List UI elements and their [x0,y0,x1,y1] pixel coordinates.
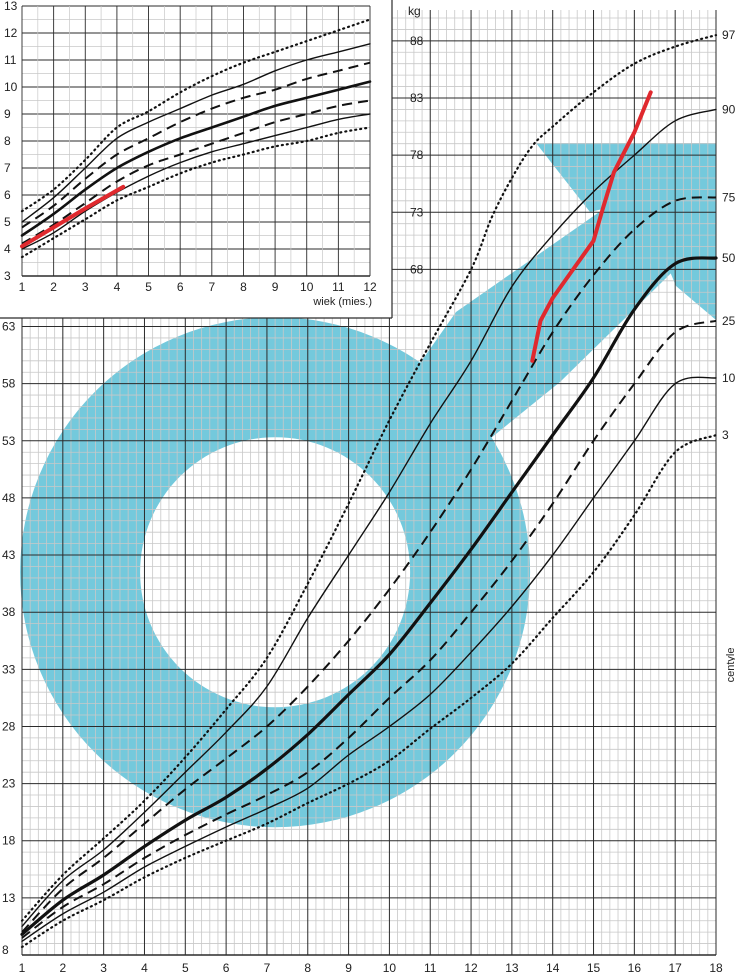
inset-x-tick-label: 1 [19,280,26,294]
main-y-tick-label: 58 [2,377,16,391]
inset-centile-line-97 [20,18,372,213]
inset-x-tick-label: 5 [145,280,152,294]
main-y-tick-label: 43 [2,548,16,562]
main-y-tick-label: 18 [2,834,16,848]
inset-centile-line-10 [21,113,371,250]
main-y-tick-label: 83 [410,91,424,105]
inset-x-tick-label: 9 [272,280,279,294]
inset-y-tick-label: 13 [4,0,18,13]
main-y-tick-label: 73 [410,205,424,219]
inset-x-tick-label: 8 [240,280,247,294]
centile-label: 25 [722,314,735,328]
inset-child-weight-line [20,184,126,249]
main-x-tick-label: 6 [223,961,230,975]
main-x-tick-label: 1 [19,961,26,975]
main-x-tick-label: 12 [464,961,478,975]
centile-label: 50 [722,251,735,265]
centile-label: 97 [722,28,735,42]
main-x-tick-label: 13 [505,961,519,975]
inset-x-tick-label: 3 [82,280,89,294]
inset-centile-line-3 [20,126,372,259]
main-y-tick-label: 48 [2,491,16,505]
main-centile-line-90 [21,108,717,928]
inset-centile-line-90 [21,43,371,223]
main-x-tick-label: 15 [587,961,601,975]
main-x-tick-label: 8 [304,961,311,975]
inset-chart-grid [21,5,371,277]
centile-label: 90 [722,102,735,116]
inset-centile-line-50 [20,80,372,237]
main-x-tick-label: 16 [628,961,642,975]
main-x-tick-label: 10 [383,961,397,975]
main-centile-line-10 [21,376,717,942]
main-x-tick-label: 3 [100,961,107,975]
inset-x-tick-label: 4 [114,280,121,294]
main-y-tick-label: 13 [2,891,16,905]
inset-x-tick-label: 2 [50,280,57,294]
main-y-tick-label: 68 [410,262,424,276]
centile-label: 10 [722,371,735,385]
main-x-tick-label: 11 [424,961,437,975]
main-x-tick-label: 5 [182,961,189,975]
inset-y-tick-label: 4 [4,242,11,256]
main-x-tick-label: 2 [59,961,66,975]
inset-y-tick-label: 10 [4,80,18,94]
main-y-tick-label: 33 [2,662,16,676]
boy-symbol [20,143,716,828]
main-x-tick-label: 18 [709,961,723,975]
inset-y-tick-label: 8 [4,134,11,148]
main-y-tick-label: 53 [2,434,16,448]
main-x-tick-label: 7 [264,961,271,975]
inset-centile-line-25 [21,99,371,245]
main-centile-line-3 [20,434,718,949]
side-label-centyle: centyle [725,648,735,683]
main-x-tick-label: 9 [345,961,352,975]
main-x-tick-label: 17 [668,961,682,975]
inset-x-tick-label: 11 [332,280,345,294]
inset-y-tick-label: 11 [4,53,17,67]
inset-y-tick-label: 7 [4,161,11,175]
main-x-tick-label: 4 [141,961,148,975]
main-x-tick-label: 14 [546,961,560,975]
inset-y-tick-label: 5 [4,215,11,229]
centile-label: 75 [722,190,735,204]
main-y-tick-label: 78 [410,148,424,162]
main-child-weight-line [530,90,653,363]
boy-symbol-shaft [380,178,715,455]
main-y-tick-label: 63 [2,320,16,334]
main-y-tick-label: 88 [410,34,424,48]
main-centile-line-75 [21,196,717,933]
main-y-tick-label: 8 [2,943,9,957]
boy-symbol-arrowhead [536,143,716,320]
inset-x-tick-label: 6 [177,280,184,294]
main-centile-line-97 [20,34,718,922]
inset-centile-line-75 [21,61,371,229]
inset-y-tick-label: 3 [4,269,11,283]
inset-x-tick-label: 7 [208,280,215,294]
main-chart-centile-lines [20,34,718,949]
inset-y-tick-label: 9 [4,107,11,121]
inset-y-tick-label: 12 [4,26,18,40]
inset-y-tick-label: 6 [4,188,11,202]
inset-x-title: wiek (mies.) [312,296,372,308]
centile-label: 3 [722,428,729,442]
main-centile-line-50 [20,256,718,936]
main-y-tick-label: 28 [2,719,16,733]
inset-x-tick-label: 12 [363,280,377,294]
main-y-tick-label: 23 [2,777,16,791]
inset-chart-centile-lines [20,18,372,259]
main-centile-line-25 [21,319,717,939]
inset-x-tick-label: 10 [300,280,314,294]
main-y-tick-label: 38 [2,605,16,619]
unit-label: kg [408,4,421,18]
boy-symbol-ring [20,317,531,828]
